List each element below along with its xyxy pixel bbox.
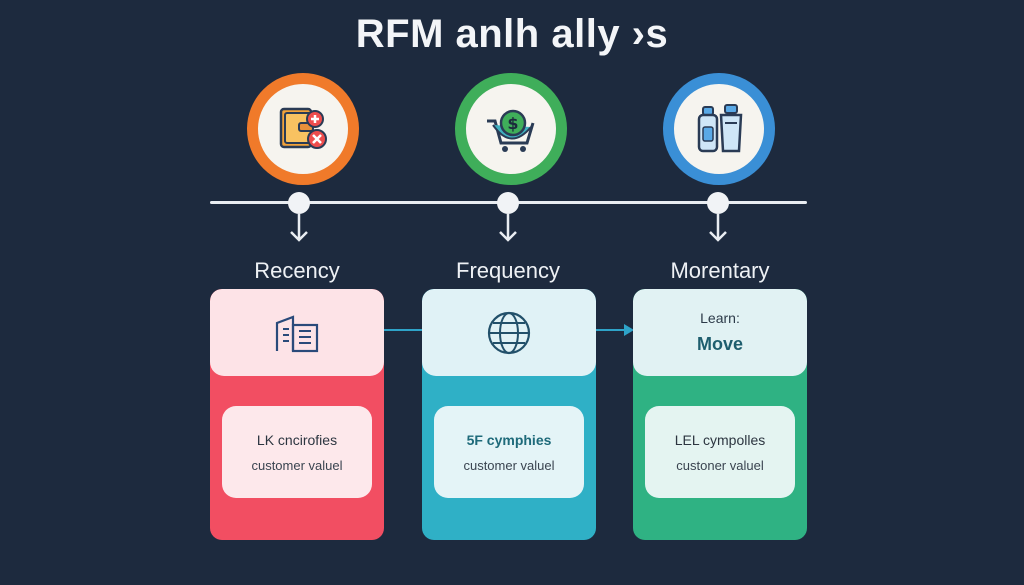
down-arrow-icon: [290, 214, 308, 242]
monetary-card-body: LEL cympolles custoner valuel: [645, 406, 795, 498]
label-monetary: Morentary: [670, 258, 770, 283]
timeline-node-frequency: [497, 192, 519, 214]
monetary-sub-text: custoner valuel: [676, 457, 764, 473]
frequency-main-text: 5F cymphies: [466, 431, 552, 448]
timeline-node-monetary: [707, 192, 729, 214]
frequency-sub-text: customer valuel: [463, 457, 555, 473]
frequency-card-body: 5F cymphies customer valuel: [434, 406, 584, 498]
frequency-card: 5F cymphies customer valuel: [422, 289, 596, 540]
connector-line: [384, 329, 422, 331]
recency-card-body: LK cncirofies customer valuel: [222, 406, 372, 498]
svg-text:$: $: [507, 114, 518, 133]
building-icon: [275, 314, 319, 352]
recency-badge: [247, 73, 359, 185]
bottles-icon: [697, 104, 743, 153]
connector-arrow-icon: [624, 324, 634, 336]
frequency-badge: $: [455, 73, 567, 185]
recency-card-header: [210, 289, 384, 376]
down-arrow-icon: [709, 214, 727, 242]
recency-card: LK cncirofies customer valuel: [210, 289, 384, 540]
learn-label: Learn:: [700, 310, 740, 326]
label-recency: Recency: [254, 258, 340, 283]
wallet-cross-icon: [279, 107, 327, 149]
timeline-node-recency: [288, 192, 310, 214]
label-frequency: Frequency: [456, 258, 560, 283]
down-arrow-icon: [499, 214, 517, 242]
recency-sub-text: customer valuel: [251, 457, 343, 473]
recency-main-text: LK cncirofies: [256, 431, 338, 448]
dollar-cart-icon: $: [487, 109, 535, 152]
monetary-card-header: Learn: Move: [633, 289, 807, 376]
frequency-card-header: [422, 289, 596, 376]
move-label: Move: [696, 334, 743, 354]
diagram-title: RFM anlh ally ›s: [355, 12, 669, 56]
connector-line: [596, 329, 626, 331]
monetary-main-text: LEL cympolles: [674, 431, 766, 448]
monetary-badge: [663, 73, 775, 185]
monetary-card: Learn: Move LEL cympolles custoner value…: [633, 289, 807, 540]
globe-icon: [487, 311, 531, 354]
